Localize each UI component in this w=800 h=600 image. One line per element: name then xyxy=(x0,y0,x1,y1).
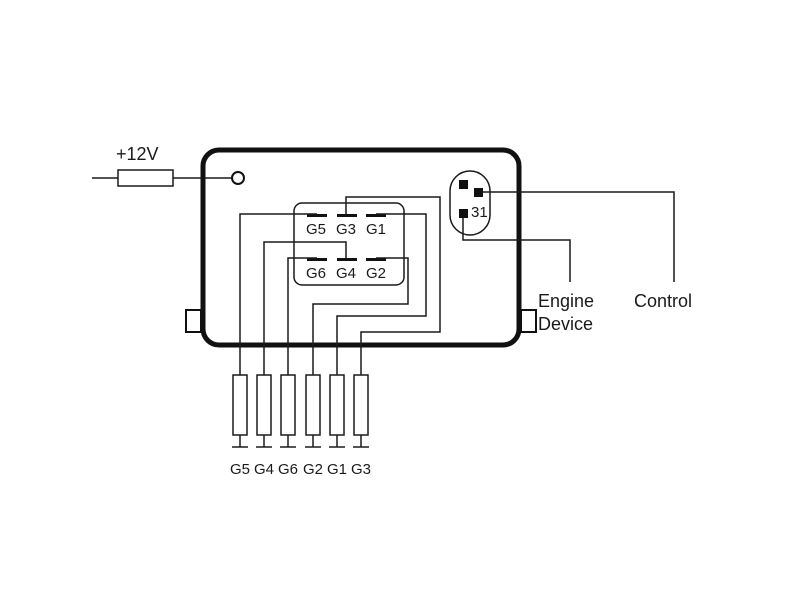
connector-pin-label: G5 xyxy=(306,221,326,238)
plug-pin xyxy=(459,180,468,189)
connector-pin-label: G4 xyxy=(336,265,356,282)
control-label: Control xyxy=(634,291,692,311)
engine-device-label: Device xyxy=(538,314,593,334)
coil-label: G4 xyxy=(254,461,274,478)
connector-pin-label: G6 xyxy=(306,265,326,282)
output-plug xyxy=(449,170,491,236)
coil xyxy=(280,374,296,448)
coil xyxy=(353,374,369,448)
plug-pin-label: 31 xyxy=(471,204,488,221)
internal-wiring xyxy=(239,196,441,375)
coil-array xyxy=(232,374,369,448)
coil-label: G6 xyxy=(278,461,298,478)
connector-pin-label: G1 xyxy=(366,221,386,238)
coil xyxy=(232,374,248,448)
connector-pin-label: G2 xyxy=(366,265,386,282)
mounting-tab-right xyxy=(520,309,537,333)
supply-label: +12V xyxy=(116,144,159,164)
coil xyxy=(329,374,345,448)
coil xyxy=(305,374,321,448)
plug-pin xyxy=(474,188,483,197)
output-wiring xyxy=(462,191,675,282)
engine-device-label: Engine xyxy=(538,291,594,311)
connector-block xyxy=(293,202,405,286)
coil-label: G3 xyxy=(351,461,371,478)
connector-pin-label: G3 xyxy=(336,221,356,238)
power-terminal xyxy=(231,171,245,185)
plug-pin xyxy=(459,209,468,218)
coil-label: G2 xyxy=(303,461,323,478)
mounting-tab-left xyxy=(185,309,202,333)
supply-line xyxy=(92,169,232,187)
fuse xyxy=(117,169,174,187)
coil xyxy=(256,374,272,448)
coil-label: G1 xyxy=(327,461,347,478)
coil-label: G5 xyxy=(230,461,250,478)
